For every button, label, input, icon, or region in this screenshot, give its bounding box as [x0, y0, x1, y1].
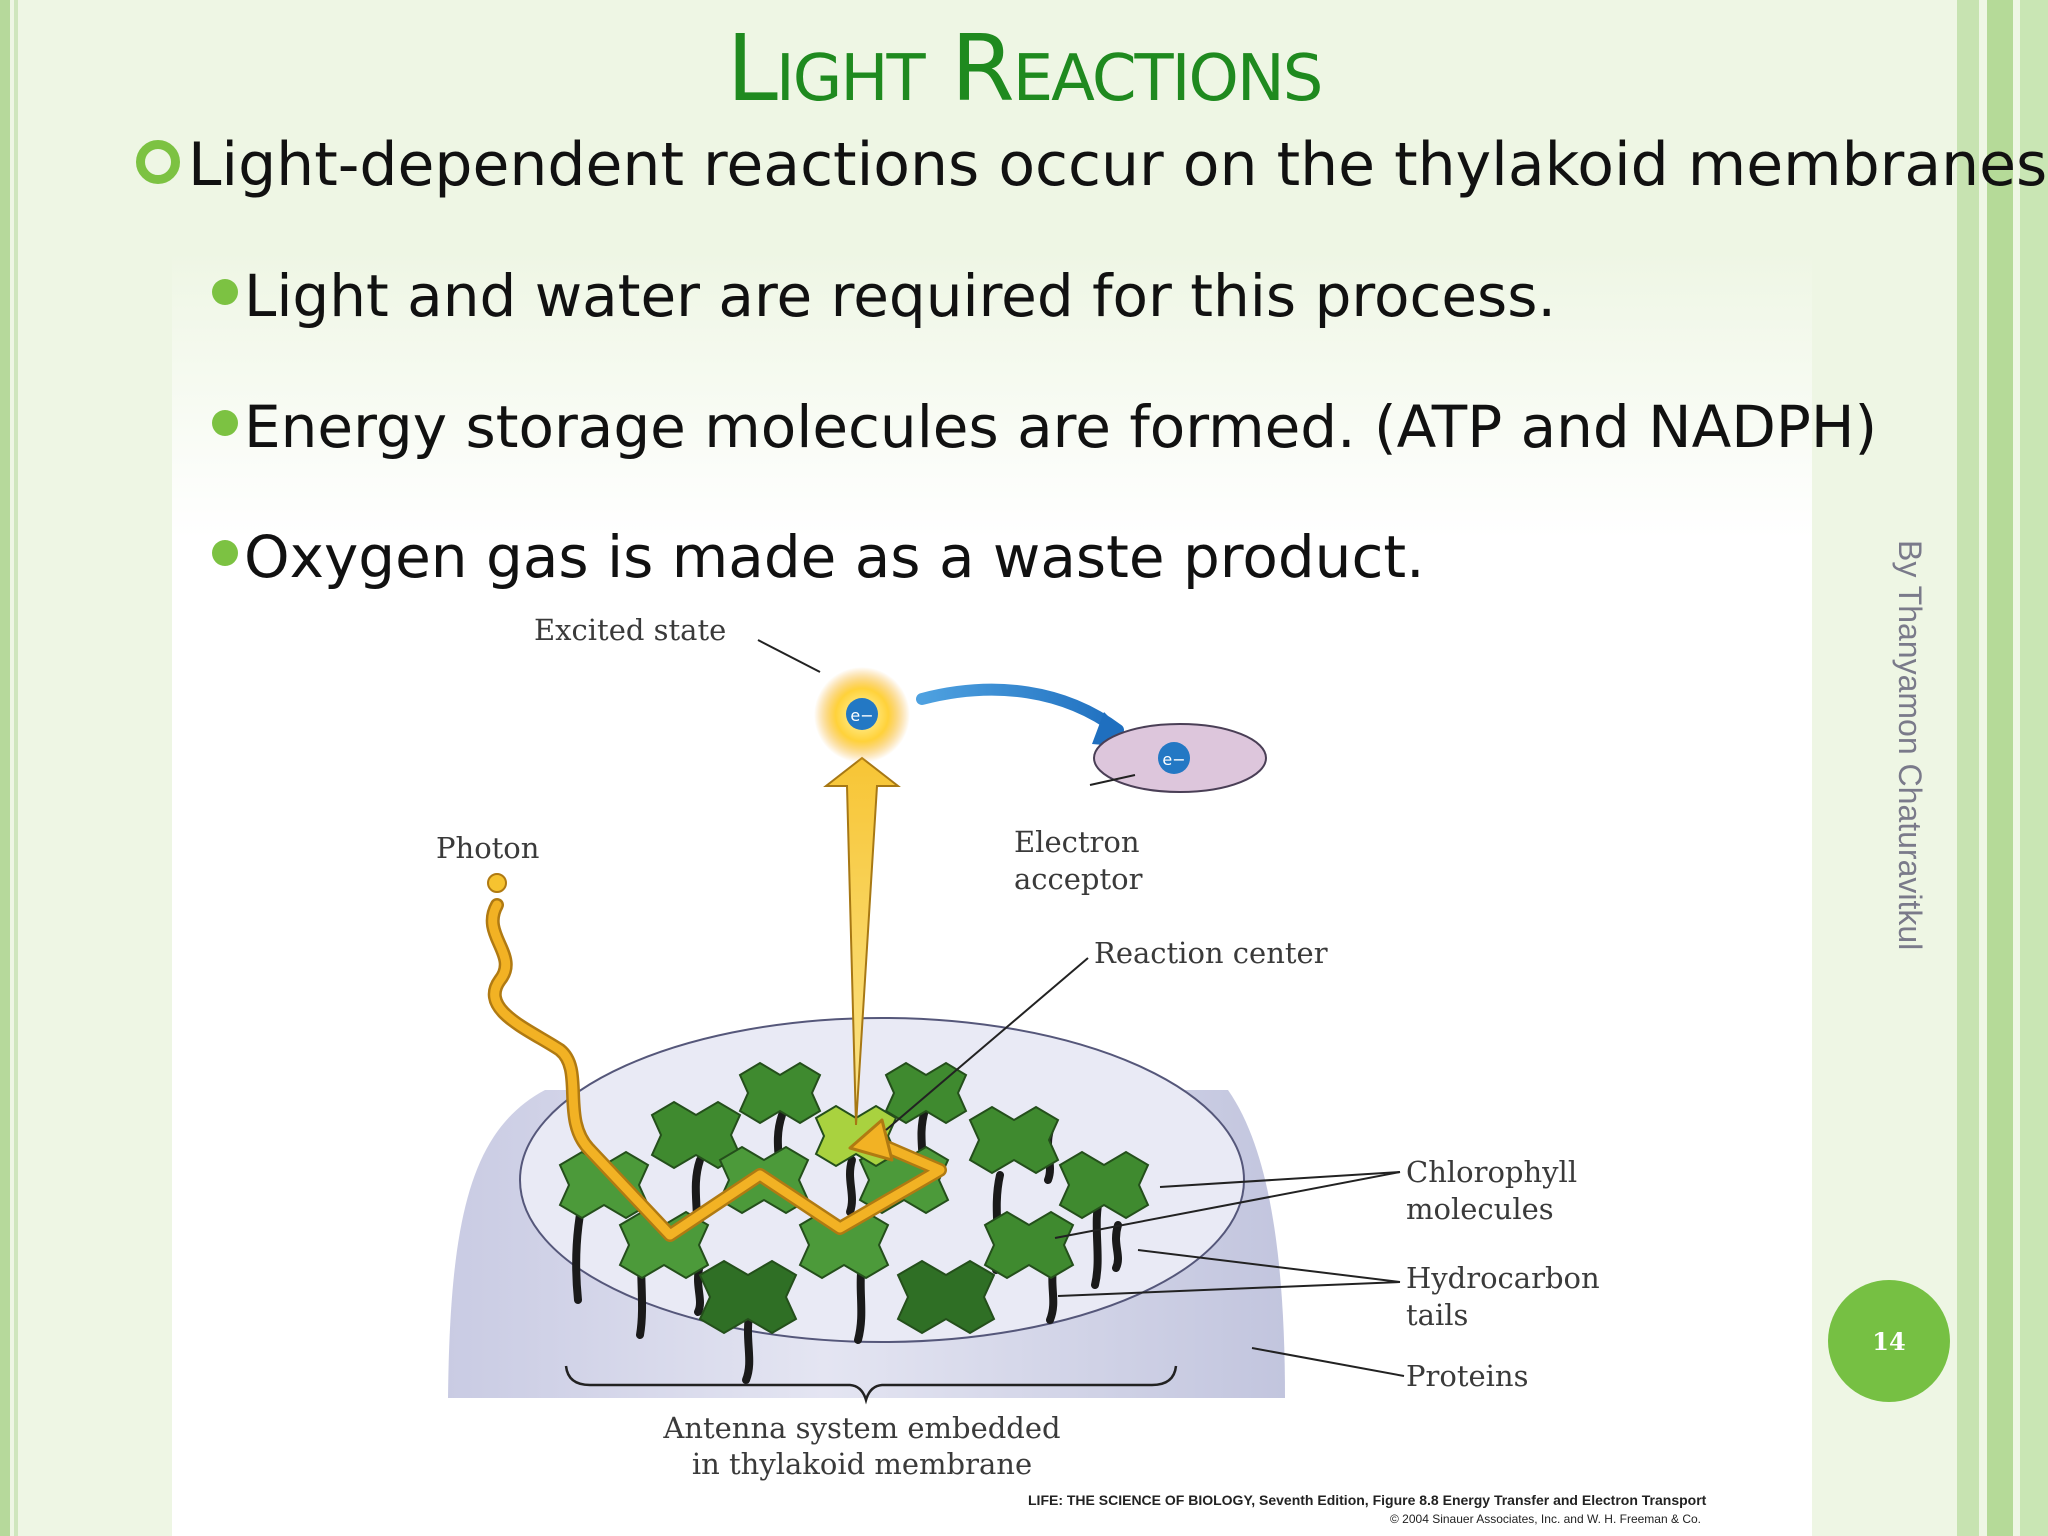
figure-panel-fade	[172, 250, 1812, 610]
photon-label: Photon	[436, 831, 539, 865]
page-number: 14	[1872, 1326, 1906, 1356]
hydrocarbon-label-2: tails	[1406, 1298, 1468, 1332]
electron-transfer-arrow	[916, 683, 1124, 736]
bullet-level2: Light and water are required for this pr…	[212, 262, 1556, 330]
antenna-label-1: Antenna system embedded	[662, 1411, 1060, 1445]
slide-title: Light Reactions	[726, 15, 1324, 122]
bullet-text: Light and water are required for this pr…	[244, 262, 1556, 330]
antenna-label-2: in thylakoid membrane	[692, 1447, 1032, 1481]
figure-credit-copyright: © 2004 Sinauer Associates, Inc. and W. H…	[1390, 1512, 1701, 1526]
bullet-level1: Light-dependent reactions occur on the t…	[136, 130, 2048, 200]
photon-dot	[487, 873, 507, 893]
dot-bullet-icon	[212, 539, 238, 566]
bullet-text: Light-dependent reactions occur on the t…	[188, 130, 2048, 200]
figure-credit-title: LIFE: THE SCIENCE OF BIOLOGY, Seventh Ed…	[1028, 1492, 1707, 1508]
right-border-strip-3	[2020, 0, 2048, 1536]
dot-bullet-icon	[212, 278, 238, 305]
reaction-center-label: Reaction center	[1094, 936, 1328, 970]
bullet-text: Energy storage molecules are formed. (AT…	[244, 393, 1878, 461]
left-border-line	[14, 0, 18, 1536]
page-number-badge: 14	[1828, 1280, 1950, 1402]
right-border-strip-1	[1957, 0, 1979, 1536]
electron-acceptor-label-1: Electron	[1014, 825, 1140, 859]
author-credit: By Thanyamon Chaturavitkul	[1892, 540, 1928, 951]
photon-energy-path	[485, 898, 947, 1242]
ring-bullet-icon	[136, 140, 180, 185]
right-border-strip-2	[1987, 0, 2013, 1536]
electron-acceptor-label-2: acceptor	[1014, 862, 1143, 896]
excited-state-label: Excited state	[534, 613, 726, 647]
bullet-level2: Energy storage molecules are formed. (AT…	[212, 393, 1877, 461]
proteins-label: Proteins	[1406, 1359, 1529, 1393]
antenna-brace	[564, 1365, 1178, 1405]
chlorophyll-label-2: molecules	[1406, 1192, 1554, 1226]
excited-electron	[846, 698, 878, 730]
excited-electron-label: e−	[850, 706, 873, 725]
leader-lines	[757, 639, 1405, 1377]
bullet-text: Oxygen gas is made as a waste product.	[244, 523, 1425, 591]
acceptor-electron-label: e−	[1162, 750, 1185, 769]
hydrocarbon-label-1: Hydrocarbon	[1406, 1261, 1600, 1295]
chlorophyll-label-1: Chlorophyll	[1406, 1155, 1577, 1189]
dot-bullet-icon	[212, 409, 238, 436]
left-border-strip	[0, 0, 10, 1536]
acceptor-electron	[1158, 742, 1190, 774]
bullet-level2: Oxygen gas is made as a waste product.	[212, 523, 1425, 591]
